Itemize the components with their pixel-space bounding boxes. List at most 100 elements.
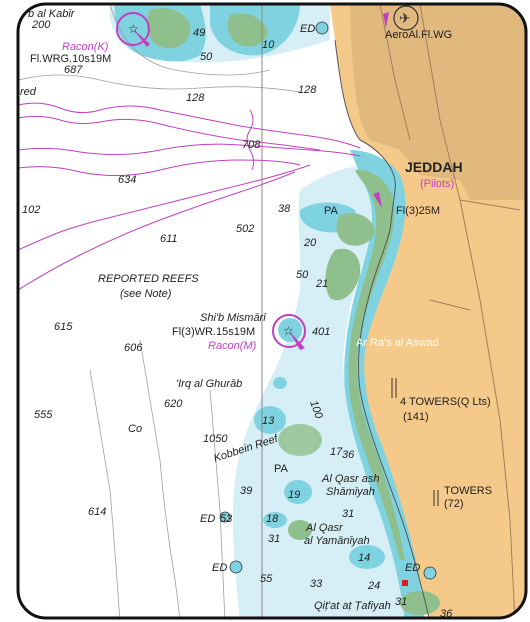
depth-615: 615 xyxy=(54,321,73,333)
depth-102: 102 xyxy=(22,204,40,216)
towers-4-height: (141) xyxy=(403,411,429,423)
island-north-reef xyxy=(146,8,191,49)
airport-icon: ✈ xyxy=(393,5,419,31)
reef-18 xyxy=(263,512,287,528)
depth-36: 36 xyxy=(342,449,355,461)
racon-k-label: Racon(K) xyxy=(62,41,109,53)
depth-36b: 36 xyxy=(440,608,453,620)
svg-text:✈: ✈ xyxy=(399,10,411,26)
depth-200: 200 xyxy=(31,19,51,31)
racon-m-symbol: ☆ xyxy=(272,314,306,350)
depth-53: 53 xyxy=(220,513,233,525)
racon-m-label: Racon(M) xyxy=(208,340,257,352)
depth-620: 620 xyxy=(164,398,183,410)
depth-50a: 50 xyxy=(200,51,213,63)
labels: b al Kabīr 200 Racon(K) Fl.WRG.10s19M 68… xyxy=(20,8,492,620)
place-co: Co xyxy=(128,423,142,435)
place-top-left: b al Kabīr xyxy=(28,8,76,20)
place-qitat: Qiṭ'at aṭ Ṭafiyah xyxy=(314,600,391,612)
ed-2: ED xyxy=(200,513,215,525)
svg-text:☆: ☆ xyxy=(128,22,139,36)
towers-height: (72) xyxy=(444,498,464,510)
depth-38: 38 xyxy=(278,203,291,215)
towers: TOWERS xyxy=(444,485,492,497)
reef-qitat xyxy=(400,591,440,615)
depth-20: 20 xyxy=(303,237,317,249)
ed-4: ED xyxy=(405,562,420,574)
coastline xyxy=(334,39,431,618)
depth-39: 39 xyxy=(240,485,252,497)
depth-502: 502 xyxy=(236,223,254,235)
depth-611: 611 xyxy=(160,233,178,245)
reef-mismari xyxy=(278,318,302,342)
depth-18: 18 xyxy=(266,513,279,525)
light-fl3-25m: Fl(3)25M xyxy=(396,205,440,217)
light-flare-airport xyxy=(383,12,389,28)
place-qasr-yam-2: al Yamānīyah xyxy=(304,535,370,547)
roads xyxy=(379,4,521,618)
svg-text:☆: ☆ xyxy=(283,324,294,338)
depth-55: 55 xyxy=(260,573,273,585)
reef-north-coast xyxy=(325,248,361,301)
reef-kobbein xyxy=(278,424,322,456)
depth-31c: 31 xyxy=(395,596,407,608)
place-jeddah: JEDDAH xyxy=(405,159,463,175)
depth-31b: 31 xyxy=(268,533,280,545)
reef-jeddah-2 xyxy=(336,213,375,246)
depth-contours xyxy=(18,4,301,618)
danger-markers xyxy=(219,21,437,580)
reef-ghurab xyxy=(273,377,287,389)
reef-19 xyxy=(284,480,312,504)
coastal-reef xyxy=(348,169,405,561)
depth-24: 24 xyxy=(367,580,380,592)
depth-21: 21 xyxy=(315,278,328,290)
very-shallow-coast xyxy=(344,150,425,618)
depth-50b: 50 xyxy=(296,269,309,281)
reported-reefs: REPORTED REEFS xyxy=(98,273,199,285)
urban-area xyxy=(350,4,526,200)
see-note: (see Note) xyxy=(120,288,172,300)
tower-icon xyxy=(391,378,439,506)
towers-4: 4 TOWERS(Q Lts) xyxy=(400,396,491,408)
depth-17: 17 xyxy=(330,446,343,458)
depth-19: 19 xyxy=(288,489,300,501)
shallow-water-zone xyxy=(232,166,420,618)
depth-606: 606 xyxy=(124,342,143,354)
chart-border xyxy=(16,2,528,620)
depth-614: 614 xyxy=(88,506,106,518)
place-pilots: (Pilots) xyxy=(420,178,454,190)
depth-31a: 31 xyxy=(342,508,354,520)
place-red: red xyxy=(20,86,37,98)
place-qasr-sham-1: Al Qasr ash xyxy=(321,473,379,485)
light-fl-wrg: Fl.WRG.10s19M xyxy=(30,53,111,65)
depth-1050: 1050 xyxy=(203,433,228,445)
place-qasr-yam-1: Al Qasr xyxy=(305,522,344,534)
racon-k-symbol: ☆ xyxy=(116,12,150,47)
depth-687: 687 xyxy=(64,64,83,76)
depth-401: 401 xyxy=(312,326,330,338)
magenta-boundary-lines xyxy=(18,102,361,291)
depth-555: 555 xyxy=(34,409,53,421)
place-qasr-sham-2: Shāmīyah xyxy=(326,486,375,498)
depth-634: 634 xyxy=(118,174,136,186)
depth-708: 708 xyxy=(242,139,261,151)
place-ar-ras: Ar Ra's al Aswad xyxy=(356,337,439,349)
reef-14 xyxy=(349,545,385,569)
place-irq: 'Irq al Ghurāb xyxy=(176,378,242,390)
light-fl3-wr: Fl(3)WR.15s19M xyxy=(172,326,255,338)
ed-1: ED xyxy=(300,23,315,35)
depth-13: 13 xyxy=(262,415,275,427)
place-shib: Shi'b Mismārī xyxy=(200,312,267,324)
island-north-2-reef xyxy=(227,13,268,47)
aero-light: AeroAl.Fl.WG xyxy=(385,29,452,41)
ed-3: ED xyxy=(212,562,227,574)
depth-33: 33 xyxy=(310,578,323,590)
reef-yamaniyah xyxy=(288,520,312,540)
pa-2: PA xyxy=(274,463,289,475)
depth-14: 14 xyxy=(358,552,370,564)
depth-49: 49 xyxy=(193,27,205,39)
depth-128b: 128 xyxy=(298,84,317,96)
depth-10: 10 xyxy=(262,39,275,51)
